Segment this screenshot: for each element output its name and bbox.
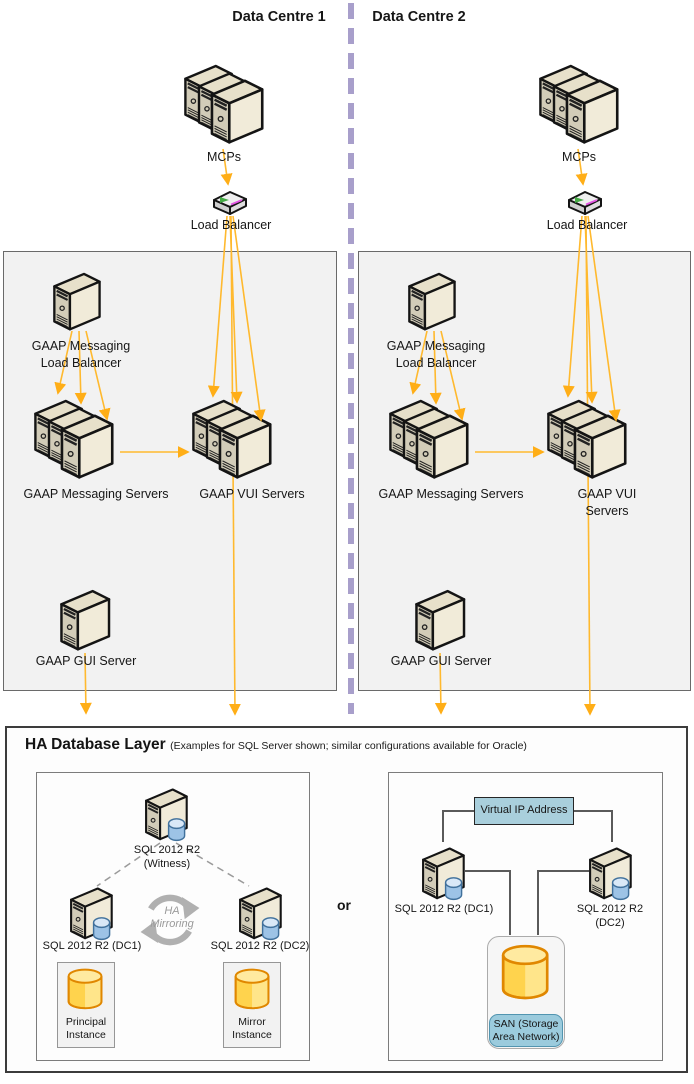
messaging-lb-label-dc2: GAAP Messaging Load Balancer: [386, 339, 486, 370]
witness-dc2-dashed-link: [175, 842, 250, 887]
san-label: SAN (Storage Area Network): [492, 1018, 560, 1043]
sql-mirror-dc2-db-icon: [261, 917, 280, 941]
witness-dc1-dashed-link: [96, 842, 161, 887]
mcps-server-stack-icon-dc1: [185, 66, 262, 142]
ha-mirroring-label: HA Mirroring: [150, 905, 194, 930]
lb-to-vui-arrow2-dc2: [584, 215, 598, 404]
msglb-arrow1-dc1: [54, 330, 73, 395]
mirror-instance-db-icon: [234, 968, 270, 1010]
san-label-pill: [489, 1014, 563, 1047]
san-db-icon: [501, 944, 549, 1000]
ha-layer-heading: HA Database Layer (Examples for SQL Serv…: [25, 736, 527, 754]
lb-to-vui-arrow1-dc1: [207, 215, 228, 398]
vip-to-sql1-connector: [442, 810, 474, 842]
vui-servers-stack-icon-dc1: [193, 401, 270, 477]
mcps-label-dc1: MCPs: [206, 150, 242, 164]
gui-server-label-dc1: GAAP GUI Server: [35, 654, 137, 668]
mcps-label-dc2: MCPs: [561, 150, 597, 164]
load-balancer-icon-dc1: [213, 191, 247, 215]
vip-to-sql2-connector: [574, 810, 613, 842]
sql1-to-san-connector: [465, 870, 511, 935]
messaging-servers-label-dc2: GAAP Messaging Servers: [378, 487, 524, 501]
mirror-instance-label: Mirror Instance: [232, 1016, 272, 1041]
msglb-arrow3-dc1: [85, 330, 111, 421]
gui-server-icon-dc1: [60, 589, 111, 651]
load-balancer-icon-dc2: [568, 191, 602, 215]
flow-arrows: [54, 148, 621, 715]
messaging-servers-stack-icon-dc2: [390, 401, 467, 477]
sql-mirror-dc1-label: SQL 2012 R2 (DC1): [42, 940, 142, 952]
load-balancer-label-dc1: Load Balancer: [190, 218, 272, 232]
messaging-lb-server-icon-dc1: [53, 272, 101, 331]
ha-layer-subtitle: (Examples for SQL Server shown; similar …: [170, 740, 527, 752]
vui-servers-stack-icon-dc2: [548, 401, 625, 477]
lb-to-vui-arrow3-dc2: [587, 215, 621, 422]
virtual-ip-label: Virtual IP Address: [480, 804, 568, 816]
sql-mirror-dc2-label: SQL 2012 R2 (DC2): [210, 940, 310, 952]
lb-to-vui-arrow2-dc1: [229, 215, 243, 404]
messaging-servers-stack-icon-dc1: [35, 401, 112, 477]
lb-to-vui-arrow1-dc2: [562, 215, 583, 398]
datacentre1-title: Data Centre 1: [232, 9, 326, 25]
sql-witness-db-icon: [167, 818, 186, 842]
mcps-server-stack-icon-dc2: [540, 66, 617, 142]
vui-servers-label-dc2: GAAP VUI Servers: [577, 487, 637, 518]
sql-san-dc2-label: SQL 2012 R2 (DC2): [576, 903, 644, 929]
messaging-servers-label-dc1: GAAP Messaging Servers: [23, 487, 169, 501]
sql-san-dc1-label: SQL 2012 R2 (DC1): [394, 903, 494, 915]
gui-to-db-arrow-dc2: [434, 652, 447, 715]
sql2-to-san-connector: [537, 870, 589, 935]
gui-server-label-dc2: GAAP GUI Server: [390, 654, 492, 668]
mcps-to-lb-arrow-dc1: [220, 148, 233, 186]
msglb-arrow3-dc2: [440, 330, 466, 421]
msglb-arrow2-dc2: [429, 330, 442, 405]
sql-witness-label: SQL 2012 R2 (Witness): [133, 844, 201, 870]
messaging-lb-server-icon-dc2: [408, 272, 456, 331]
sql-san-dc2-db-icon: [611, 877, 630, 901]
mcps-to-lb-arrow-dc2: [575, 148, 588, 186]
msglb-arrow2-dc1: [74, 330, 87, 405]
sql-mirror-dc1-db-icon: [92, 917, 111, 941]
sql-san-dc1-db-icon: [444, 877, 463, 901]
virtual-ip-box: [474, 797, 574, 825]
principal-instance-db-icon: [67, 968, 103, 1010]
gui-to-db-arrow-dc1: [79, 652, 92, 715]
lb-to-vui-arrow3-dc1: [232, 215, 266, 422]
ha-layer-title: HA Database Layer: [25, 736, 166, 753]
datacentre2-title: Data Centre 2: [372, 9, 466, 25]
messaging-lb-label-dc1: GAAP Messaging Load Balancer: [31, 339, 131, 370]
or-label: or: [337, 897, 351, 913]
load-balancer-label-dc2: Load Balancer: [546, 218, 628, 232]
msglb-arrow1-dc2: [409, 330, 428, 395]
vui-servers-label-dc1: GAAP VUI Servers: [199, 487, 305, 501]
gui-server-icon-dc2: [415, 589, 466, 651]
principal-instance-label: Principal Instance: [65, 1016, 107, 1041]
